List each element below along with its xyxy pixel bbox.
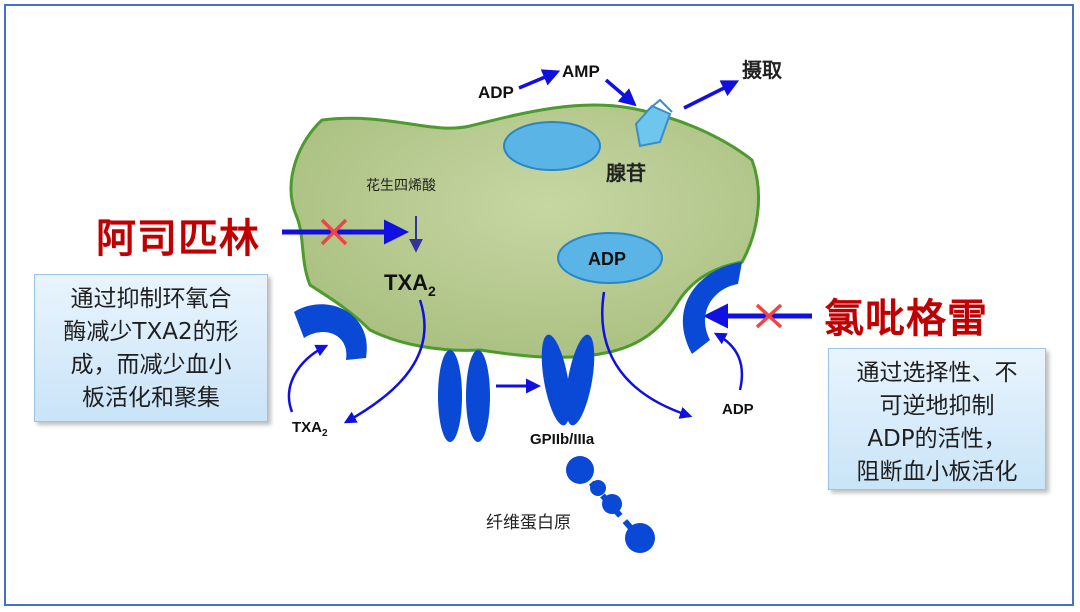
clopidogrel-note-line-3: ADP的活性， <box>867 426 1007 452</box>
arrow-uptake <box>683 80 740 110</box>
gp-receptor-inactive-a <box>438 350 462 442</box>
platelet-cell <box>289 103 761 359</box>
label-txa2-main: TXA2 <box>384 270 436 299</box>
aspirin-note-line-2: 酶减少TXA2的形 <box>63 319 239 345</box>
arrow-adp-release <box>601 291 693 419</box>
adp-receptor-icon <box>682 262 742 354</box>
arrow-txa2-release <box>343 299 426 424</box>
aspirin-block-mark <box>320 218 348 246</box>
label-amp: AMP <box>562 62 600 81</box>
arrow-txa2-to-receptor <box>287 344 329 413</box>
label-gp: GPIIb/IIIa <box>530 431 595 448</box>
clopidogrel-note: 通过选择性、不 可逆地抑制 ADP的活性， 阻断血小板活化 <box>828 348 1046 490</box>
fibrinogen-chain <box>566 456 655 553</box>
adenosine-vesicle <box>503 121 601 171</box>
label-txa2-small: TXA2 <box>292 419 328 439</box>
txa2-receptor-icon <box>294 304 367 360</box>
clopidogrel-note-line-2: 可逆地抑制 <box>879 393 995 419</box>
label-adp-inner: ADP <box>588 249 626 269</box>
clopidogrel-block-mark <box>755 303 783 329</box>
clopidogrel-title: 氯吡格雷 <box>824 296 988 342</box>
arrow-adp-to-amp <box>518 69 561 90</box>
transporter-cap <box>647 98 673 113</box>
label-adp-top: ADP <box>478 83 514 102</box>
aspirin-note-line-1: 通过抑制环氧合 <box>70 286 232 312</box>
gp-receptor-inactive-b <box>466 350 490 442</box>
label-adenosine: 腺苷 <box>606 161 646 185</box>
aspirin-note: 通过抑制环氧合 酶减少TXA2的形 成，而减少血小 板活化和聚集 <box>34 274 268 422</box>
arrow-amp-to-adenosine <box>604 78 637 107</box>
clopidogrel-note-line-1: 通过选择性、不 <box>856 360 1018 386</box>
label-uptake: 摄取 <box>742 58 782 82</box>
gp-receptor-active-a <box>541 334 571 426</box>
aspirin-note-line-3: 成，而减少血小 <box>70 352 232 378</box>
adp-vesicle <box>557 232 663 284</box>
aspirin-note-line-4: 板活化和聚集 <box>82 385 220 411</box>
clopidogrel-note-line-4: 阻断血小板活化 <box>856 459 1018 485</box>
label-arachidonic-acid: 花生四烯酸 <box>366 178 436 194</box>
label-adp-right: ADP <box>722 401 754 418</box>
gp-receptor-active-b <box>565 334 595 426</box>
aspirin-title: 阿司匹林 <box>96 216 260 262</box>
arrow-adp-to-receptor <box>713 332 744 391</box>
label-fibrinogen: 纤维蛋白原 <box>486 513 571 533</box>
